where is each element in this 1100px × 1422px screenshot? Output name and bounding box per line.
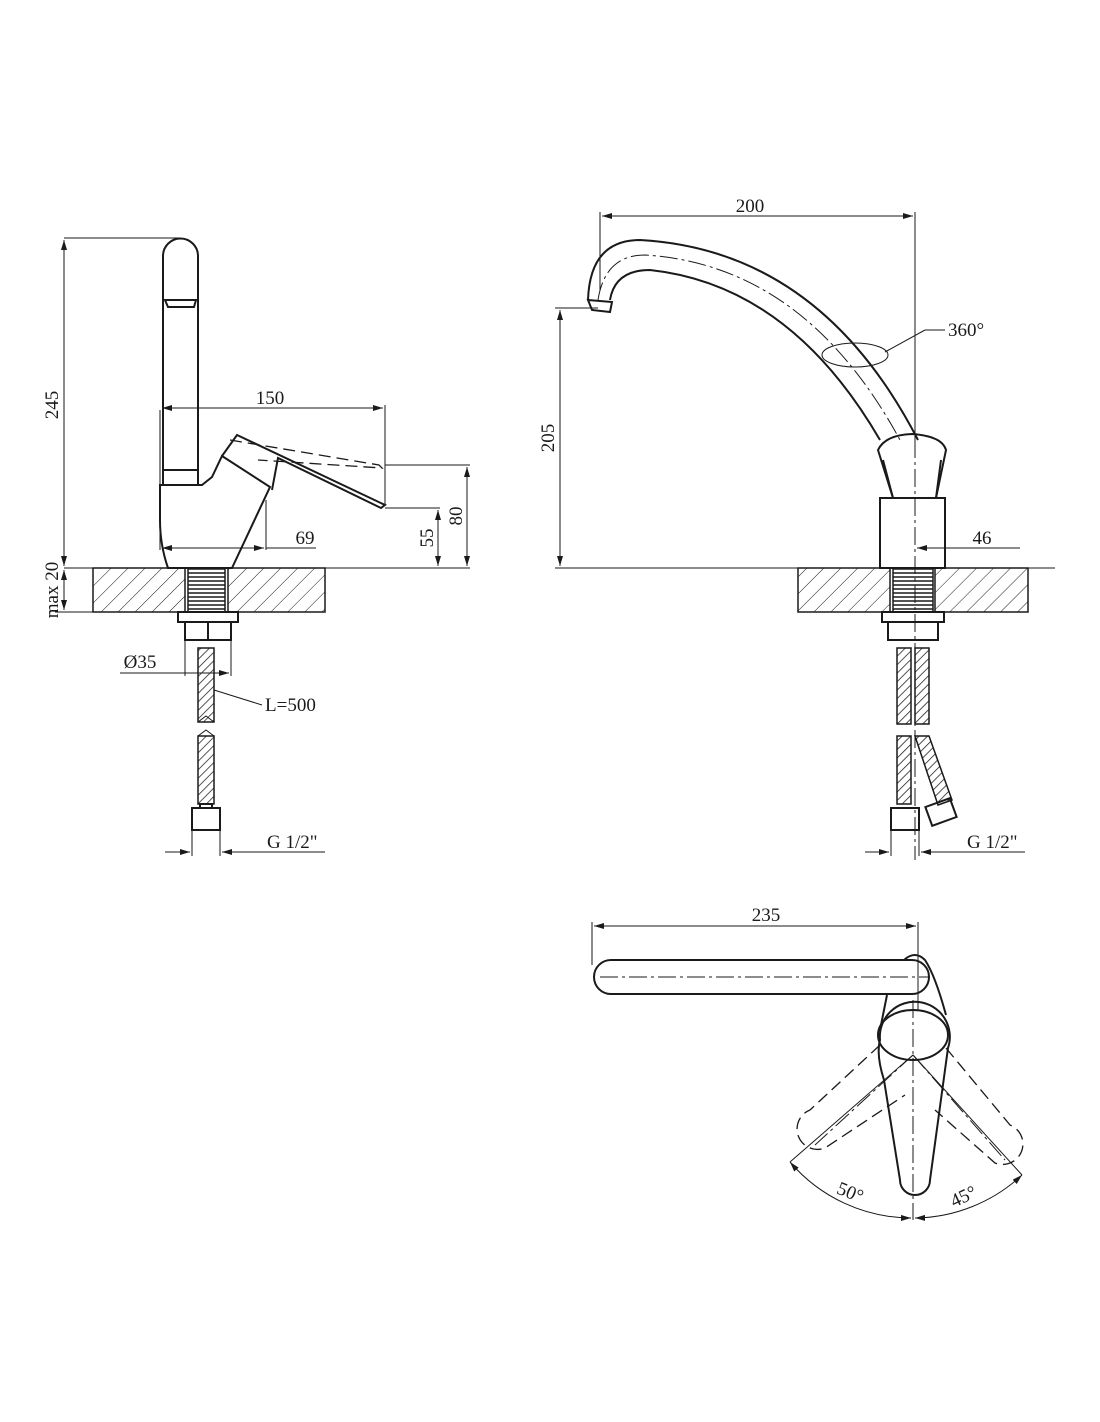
angle-45-label: 45° — [947, 1182, 980, 1212]
dimension-55-80: 55 80 — [385, 464, 470, 566]
dim-80-label: 80 — [446, 507, 467, 526]
dimension-69: 69 — [162, 500, 316, 551]
top-view: 235 50° 45° — [591, 905, 1024, 1221]
dim-150-label: 150 — [256, 388, 285, 409]
dimension-max-20: max 20 — [42, 562, 93, 618]
dim-205-label: 205 — [538, 424, 559, 453]
dimension-205: 205 — [538, 307, 598, 566]
dim-55-label: 55 — [417, 529, 438, 548]
mounting-nut-front — [881, 611, 945, 641]
side-view: 245 150 69 55 80 — [42, 237, 470, 856]
g12-side-label: G 1/2" — [267, 832, 318, 853]
front-view: 200 205 360° 46 — [538, 196, 1055, 860]
dim-max20-label: max 20 — [42, 562, 63, 618]
angle-50-label: 50° — [834, 1178, 867, 1207]
faucet-top-body — [593, 954, 1024, 1221]
dimension-150: 150 — [159, 388, 386, 550]
mounting-nut — [177, 611, 239, 641]
faucet-front-body — [586, 238, 948, 860]
dim-d35-label: Ø35 — [124, 652, 157, 673]
dim-200-label: 200 — [736, 196, 765, 217]
supply-hose — [191, 647, 221, 831]
g12-front-label: G 1/2" — [967, 832, 1018, 853]
countertop-section — [92, 567, 326, 613]
rotation-label: 360° — [948, 320, 984, 341]
dim-235-label: 235 — [752, 905, 781, 926]
dimension-46: 46 — [917, 528, 1020, 551]
dimension-235: 235 — [591, 905, 919, 1010]
dimension-200: 200 — [599, 196, 916, 440]
countertop-section-front — [797, 567, 1029, 613]
rotation-callout: 360° — [884, 320, 984, 353]
hose-length-label: L=500 — [265, 695, 316, 716]
dimension-g12-front: G 1/2" — [865, 830, 1025, 856]
dimension-g12-side: G 1/2" — [165, 830, 325, 856]
dimension-245: 245 — [42, 237, 180, 566]
dim-46-label: 46 — [973, 528, 992, 549]
dim-69-label: 69 — [296, 528, 315, 549]
supply-hoses-front — [890, 647, 958, 831]
hose-length-callout: L=500 — [213, 689, 316, 716]
dim-245-label: 245 — [42, 391, 63, 420]
